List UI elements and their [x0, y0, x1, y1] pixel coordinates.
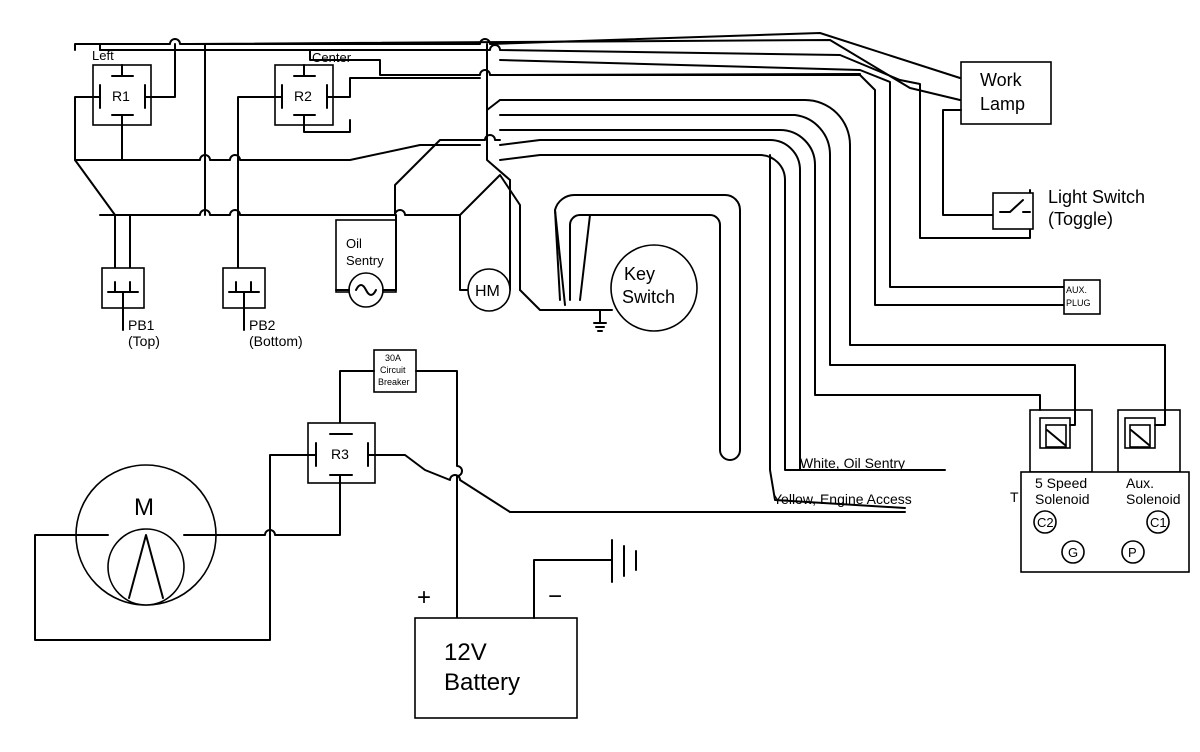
terminal-g-label: G	[1068, 545, 1078, 560]
motor: M	[74, 464, 217, 606]
pb1-sub-label: (Top)	[128, 333, 160, 349]
light-switch-label-1: Light Switch	[1048, 187, 1145, 207]
battery-label-2: Battery	[444, 669, 520, 696]
terminal-c1-label: C1	[1150, 515, 1167, 530]
breaker-label-3: Breaker	[378, 377, 410, 387]
aux-plug-label-2: PLUG	[1066, 298, 1091, 308]
key-switch-loop	[519, 193, 741, 461]
five-speed-solenoid-label-1: 5 Speed	[1035, 475, 1087, 491]
battery-label-1: 12V	[444, 639, 487, 666]
aux-solenoid-label-2: Solenoid	[1126, 491, 1181, 507]
pushbutton-pb1: PB1 (Top)	[101, 267, 160, 349]
light-switch-label-2: (Toggle)	[1048, 209, 1113, 229]
five-speed-solenoid-label-2: Solenoid	[1035, 491, 1090, 507]
aux-solenoid-label-1: Aux.	[1126, 475, 1154, 491]
hour-meter-label: HM	[475, 283, 500, 300]
circuit-breaker: 30A Circuit Breaker	[339, 349, 463, 619]
aux-plug-label-1: AUX.	[1066, 285, 1087, 295]
oil-sentry-label-1: Oil	[346, 236, 362, 251]
work-lamp-label-1: Work	[980, 70, 1023, 90]
hour-meter: HM	[467, 268, 511, 312]
breaker-label-2: Circuit	[380, 365, 406, 375]
battery-minus-label: −	[548, 583, 562, 610]
relay-r3: R3	[34, 422, 906, 641]
relay-r2-position-label: Center	[312, 50, 352, 65]
relay-r1-position-label: Left	[92, 48, 114, 63]
battery-plus-label: +	[417, 584, 431, 611]
yellow-engine-access-wire-label: Yellow, Engine Access	[773, 491, 912, 507]
relay-r3-label: R3	[331, 446, 349, 462]
breaker-label-1: 30A	[385, 353, 401, 363]
relay-r2-label: R2	[294, 88, 312, 104]
pb2-label: PB2	[249, 317, 276, 333]
white-oil-sentry-wire-label: White, Oil Sentry	[800, 455, 905, 471]
solenoid-block: T 5 Speed Solenoid Aux. Solenoid C2 C1 G…	[1010, 409, 1190, 573]
battery: 12V Battery + −	[414, 539, 637, 719]
relay-r2: Center R2	[274, 50, 352, 126]
key-switch-label-1: Key	[624, 264, 655, 284]
work-lamp: Work Lamp	[942, 61, 1052, 216]
pushbutton-pb2: PB2 (Bottom)	[222, 267, 303, 349]
pb1-label: PB1	[128, 317, 155, 333]
relay-r1-label: R1	[112, 88, 130, 104]
light-switch: Light Switch (Toggle)	[992, 187, 1145, 230]
pb2-sub-label: (Bottom)	[249, 333, 303, 349]
key-switch-label-2: Switch	[622, 287, 675, 307]
oil-sentry-label-2: Sentry	[346, 253, 384, 268]
terminal-p-label: P	[1128, 545, 1137, 560]
aux-plug: AUX. PLUG	[1063, 279, 1101, 315]
work-lamp-label-2: Lamp	[980, 94, 1025, 114]
motor-label: M	[134, 494, 154, 521]
oil-sentry: Oil Sentry	[335, 214, 397, 308]
wire-harness	[74, 32, 1166, 509]
terminal-c2-label: C2	[1037, 515, 1054, 530]
solenoid-t-label: T	[1010, 489, 1019, 505]
key-switch: Key Switch	[610, 244, 698, 332]
relay-r1: Left R1	[92, 48, 152, 126]
